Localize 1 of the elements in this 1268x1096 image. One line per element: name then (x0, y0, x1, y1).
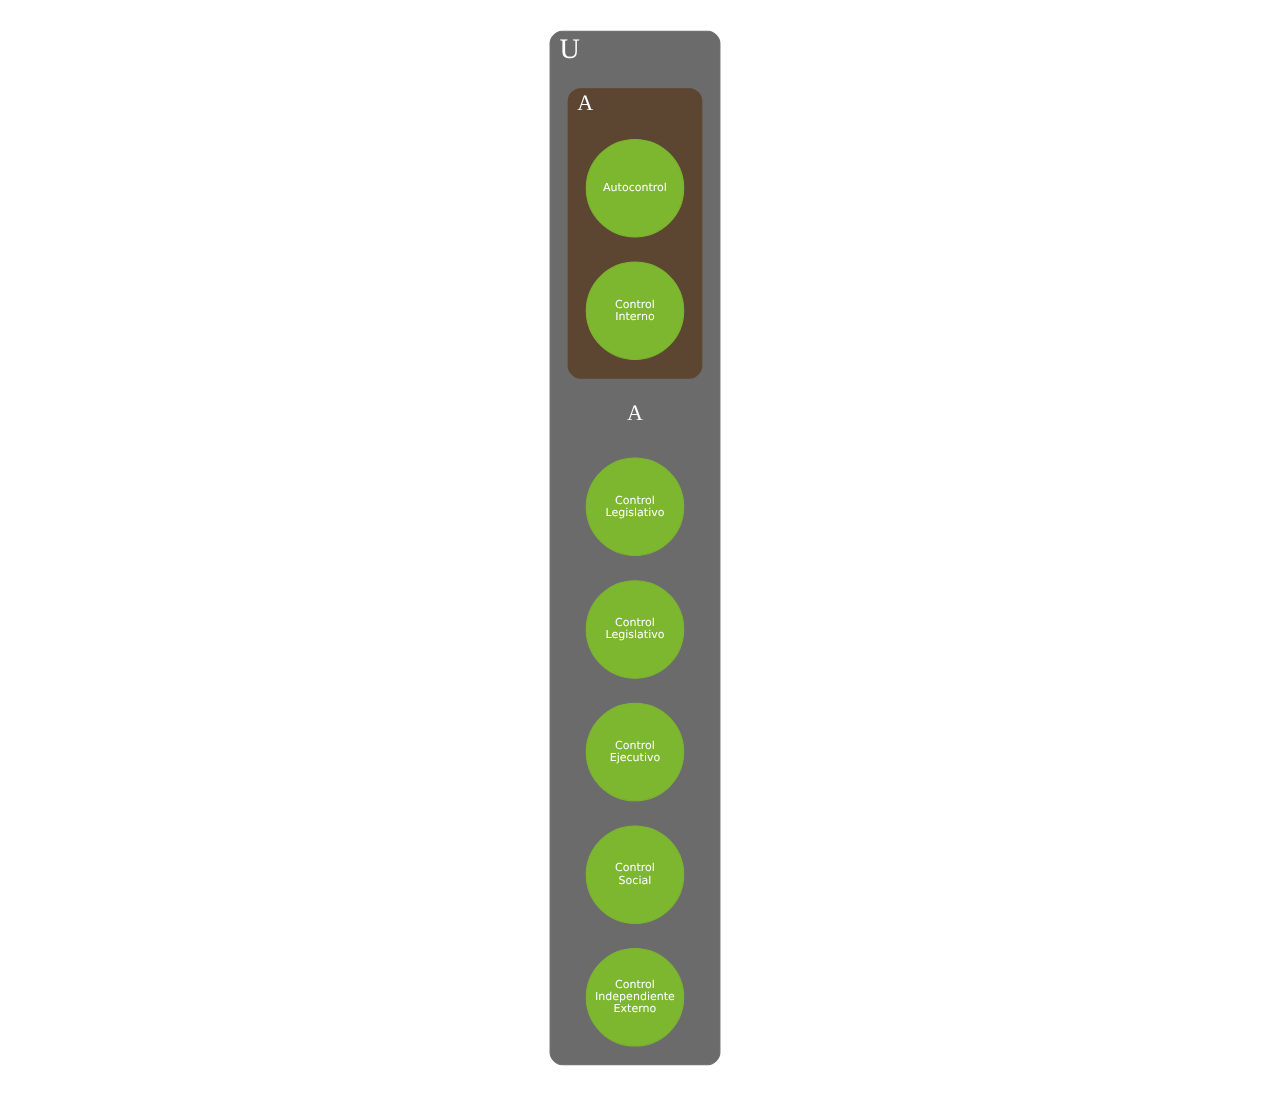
label: A (626, 401, 642, 426)
